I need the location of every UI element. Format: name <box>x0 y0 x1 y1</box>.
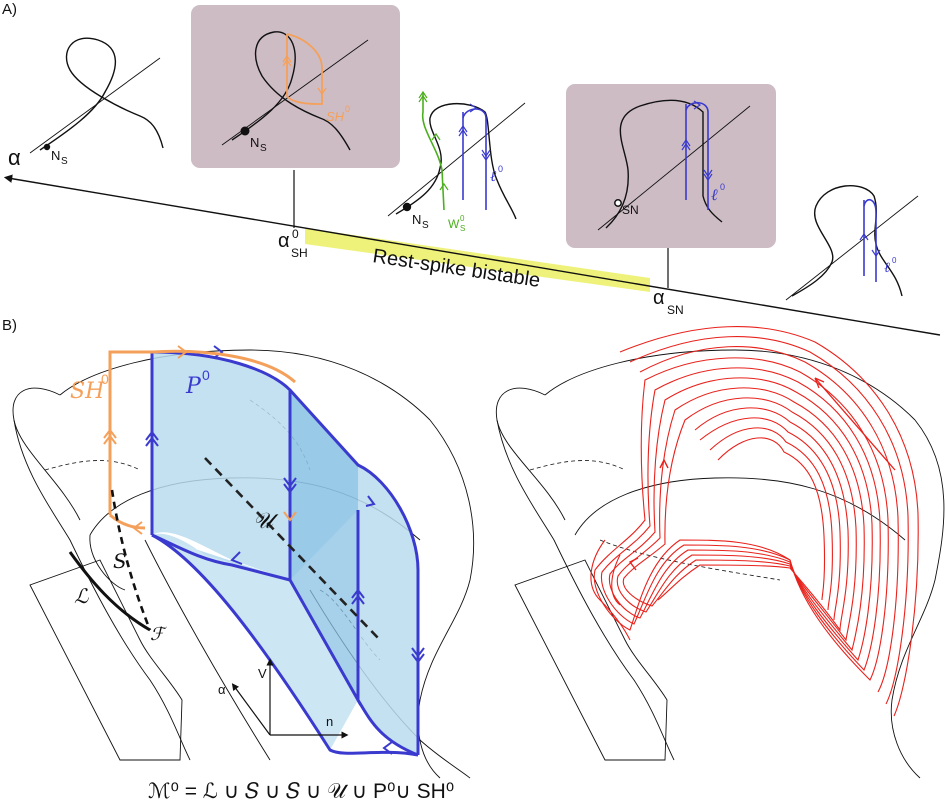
svg-text:0: 0 <box>720 182 725 192</box>
svg-text:0: 0 <box>345 104 350 114</box>
svg-text:N: N <box>250 135 259 150</box>
svg-text:ℓ: ℓ <box>884 260 890 276</box>
sh0-label: SH <box>70 379 105 404</box>
right-3d-diagram <box>495 326 945 779</box>
svg-text:SH: SH <box>326 109 345 124</box>
svg-text:ℓ: ℓ <box>490 167 496 185</box>
phase-portrait-2: SH 0 N S <box>221 31 369 154</box>
alpha-sh-sup: 0 <box>292 227 299 241</box>
alpha-axis-label: α <box>8 145 21 170</box>
svg-text:0: 0 <box>892 256 897 265</box>
phase-portrait-3: ℓ 0 N S W 0 S <box>387 90 526 233</box>
sh-box <box>191 5 400 168</box>
sn-box <box>566 84 776 248</box>
panel-a-label: A) <box>2 1 17 18</box>
axis-v-label: V <box>258 666 267 681</box>
svg-text:S: S <box>460 224 465 233</box>
left-3d-diagram: SH 0 P 0 𝒰 𝑆 ℒ ℱ V n α <box>12 345 475 779</box>
svg-text:SN: SN <box>622 203 639 217</box>
svg-text:S: S <box>422 220 429 231</box>
svg-text:W: W <box>448 217 460 231</box>
phase-portrait-4: ℓ 0 SN <box>597 99 751 231</box>
alpha-sh-symbol: α <box>278 230 290 252</box>
alpha-sn-symbol: α <box>653 287 665 309</box>
svg-text:0: 0 <box>101 371 109 387</box>
axis-alpha-label: α <box>218 682 226 697</box>
svg-text:N: N <box>51 148 60 163</box>
alpha-sh-sub: SH <box>291 246 308 260</box>
phase-portrait-1: N S <box>29 37 164 167</box>
manifold-formula: ℳ⁰ = ℒ ∪ 𝑆 ∪ 𝑆 ∪ 𝒰 ∪ P⁰∪ SH⁰ <box>148 780 454 803</box>
s-label: 𝑆 <box>113 549 127 573</box>
svg-text:0: 0 <box>202 367 210 383</box>
svg-text:0: 0 <box>460 214 465 223</box>
svg-text:S: S <box>260 143 267 154</box>
svg-text:N: N <box>412 212 421 227</box>
panel-b-label: B) <box>2 317 17 334</box>
alpha-axis <box>3 174 941 336</box>
svg-text:ℓ: ℓ <box>711 185 718 204</box>
alpha-sn-sub: SN <box>667 303 684 317</box>
svg-text:S: S <box>61 156 68 167</box>
p0-label: P <box>185 374 202 399</box>
bistable-highlight <box>305 228 650 292</box>
svg-text:0: 0 <box>498 164 503 174</box>
l-label: ℒ <box>74 584 89 608</box>
phase-portrait-5: ℓ 0 <box>785 184 919 301</box>
f-label: ℱ <box>150 624 167 645</box>
axis-n-label: n <box>326 714 333 729</box>
